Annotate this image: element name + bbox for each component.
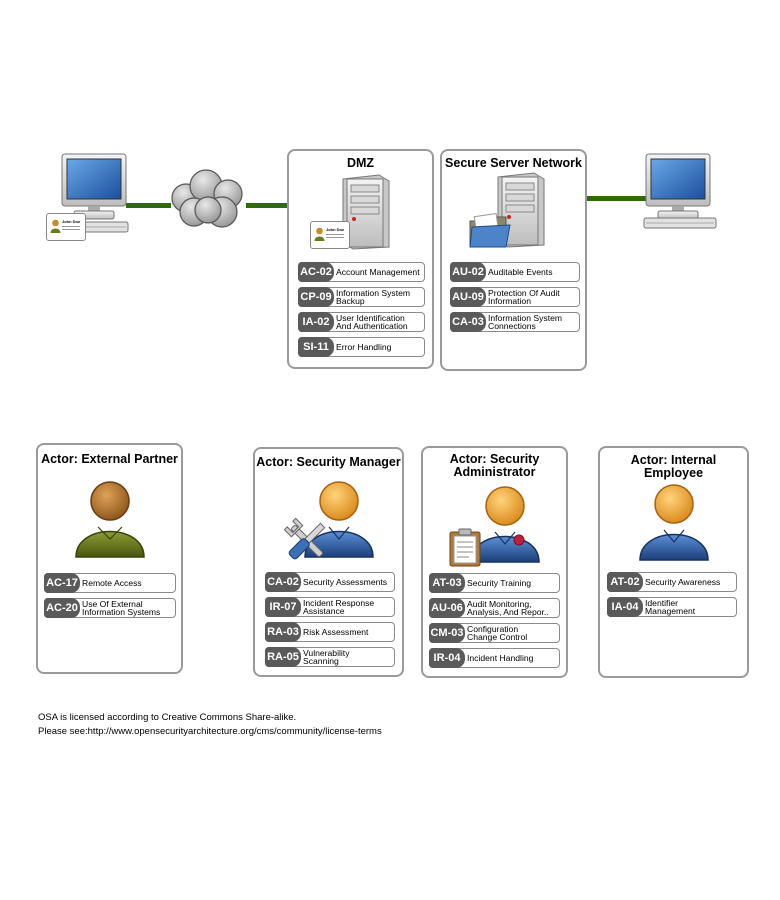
control-id: AC-02 <box>298 262 334 282</box>
link-client-cloud <box>126 203 171 208</box>
actor-title: Actor: Security Manager <box>256 455 401 469</box>
person-icon <box>314 227 325 241</box>
control-label: Account Management <box>336 266 420 277</box>
badge-name: John Doe <box>326 227 345 232</box>
control-id: IR-07 <box>265 597 301 617</box>
id-badge: John Doe <box>310 221 350 249</box>
clipboard-icon <box>449 528 481 567</box>
control-id: CM-03 <box>429 623 465 643</box>
badge-lines <box>62 229 80 230</box>
control-id: RA-05 <box>265 647 301 667</box>
control-id: IA-02 <box>298 312 334 332</box>
person-icon <box>639 484 709 561</box>
control-label: Information System Connections <box>488 313 563 331</box>
control-label: Remote Access <box>82 577 142 588</box>
license-line: OSA is licensed according to Creative Co… <box>38 712 297 723</box>
control-label: Security Assessments <box>303 576 388 587</box>
person-icon <box>304 481 374 558</box>
control-label: Use Of External Information Systems <box>82 599 161 617</box>
control-label: Incident Handling <box>467 652 534 663</box>
link-cloud-dmz <box>246 203 289 208</box>
control-label: Vulnerability Scanning <box>303 648 350 666</box>
license-link[interactable]: Please see:http://www.opensecurityarchit… <box>38 726 382 737</box>
control-label: Identifier Management <box>645 598 696 616</box>
control-id: AU-06 <box>429 598 465 618</box>
link-secure-client <box>585 196 647 201</box>
folder-icon <box>469 213 511 248</box>
actor-title: Actor: Security Administrator <box>449 452 540 479</box>
badge-name: John Doe <box>62 219 81 224</box>
control-label: Protection Of Audit Information <box>488 288 560 306</box>
control-id: CA-02 <box>265 572 301 592</box>
control-label: Risk Assessment <box>303 626 369 637</box>
control-id: IR-04 <box>429 648 465 668</box>
control-id: AC-17 <box>44 573 80 593</box>
control-label: Security Awareness <box>645 576 721 587</box>
control-id: RA-03 <box>265 622 301 642</box>
person-icon <box>470 486 540 563</box>
badge-lines <box>326 237 344 238</box>
control-id: CA-03 <box>450 312 486 332</box>
control-label: Incident Response Assistance <box>303 598 375 616</box>
tools-icon <box>283 517 326 560</box>
control-id: AU-02 <box>450 262 486 282</box>
control-label: Auditable Events <box>488 266 553 277</box>
person-icon <box>75 481 145 558</box>
control-label: Audit Monitoring, Analysis, And Repor.. <box>467 599 549 617</box>
badge-lines <box>326 234 344 235</box>
control-label: Configuration Change Control <box>467 624 528 642</box>
cloud-icon <box>171 169 243 228</box>
zone-title: DMZ <box>346 156 375 170</box>
zone-title: Secure Server Network <box>445 156 582 170</box>
control-label: User Identification And Authentication <box>336 313 408 331</box>
badge-lines <box>62 226 80 227</box>
control-label: Information System Backup <box>336 288 411 306</box>
workstation-icon <box>643 153 717 229</box>
server-icon <box>497 172 545 248</box>
control-id: AU-09 <box>450 287 486 307</box>
control-id: IA-04 <box>607 597 643 617</box>
actor-title: Actor: External Partner <box>41 452 178 466</box>
id-badge: John Doe <box>46 213 86 241</box>
person-icon <box>50 219 61 233</box>
control-id: CP-09 <box>298 287 334 307</box>
control-label: Error Handling <box>336 341 392 352</box>
control-id: AC-20 <box>44 598 80 618</box>
control-id: AT-02 <box>607 572 643 592</box>
control-id: SI-11 <box>298 337 334 357</box>
control-label: Security Training <box>467 577 532 588</box>
actor-title: Actor: Internal Employee <box>630 453 717 480</box>
server-icon <box>342 174 390 250</box>
control-id: AT-03 <box>429 573 465 593</box>
